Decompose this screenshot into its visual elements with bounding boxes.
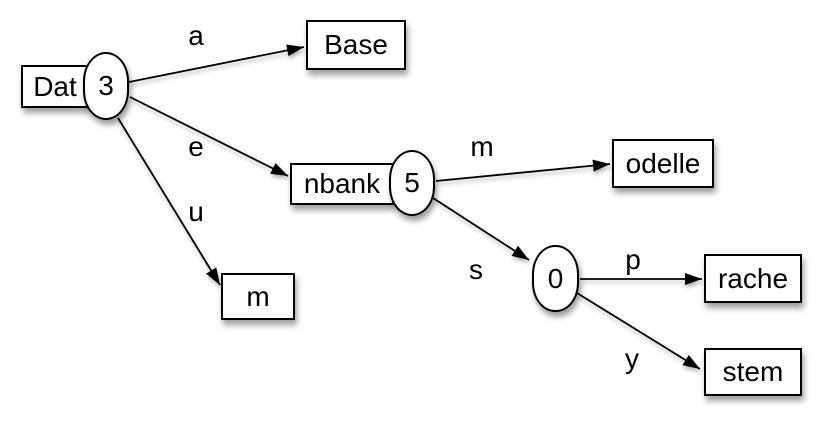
edge-label-e: e: [188, 131, 204, 162]
edge-label-p: p: [625, 244, 641, 275]
edge-label-a: a: [188, 20, 204, 51]
edge-5-0: [432, 197, 530, 261]
node-base: Base: [306, 20, 406, 70]
node-stem: stem: [704, 348, 802, 396]
node-base-label: Base: [324, 29, 388, 60]
node-count-5: 5: [389, 150, 435, 216]
node-rache-label: rache: [717, 262, 789, 294]
node-dat-label: Dat: [33, 70, 77, 102]
node-count-3: 3: [83, 52, 129, 120]
node-dat: Dat: [21, 65, 89, 108]
node-rache: rache: [704, 254, 802, 303]
node-nbank-label: nbank: [303, 168, 381, 199]
node-m-label: m: [246, 280, 270, 312]
edge-3-nbank: [129, 96, 289, 177]
edge-3-base: [128, 44, 305, 83]
node-odelle: odelle: [612, 139, 714, 188]
node-odelle-label: odelle: [625, 147, 701, 179]
node-count-5-label: 5: [404, 167, 420, 198]
edge-0-stem: [576, 292, 701, 370]
edge-label-s: s: [469, 254, 483, 285]
node-m: m: [221, 273, 295, 320]
edge-3-m: [117, 117, 221, 286]
node-stem-label: stem: [722, 356, 784, 387]
edge-label-u: u: [188, 196, 204, 227]
node-count-0: 0: [532, 245, 579, 312]
edge-5-odelle: [435, 159, 611, 182]
node-count-0-label: 0: [547, 262, 564, 294]
edge-label-m: m: [470, 131, 494, 162]
node-nbank: nbank: [290, 163, 394, 205]
edge-label-y: y: [625, 343, 639, 374]
node-count-3-label: 3: [98, 70, 114, 101]
